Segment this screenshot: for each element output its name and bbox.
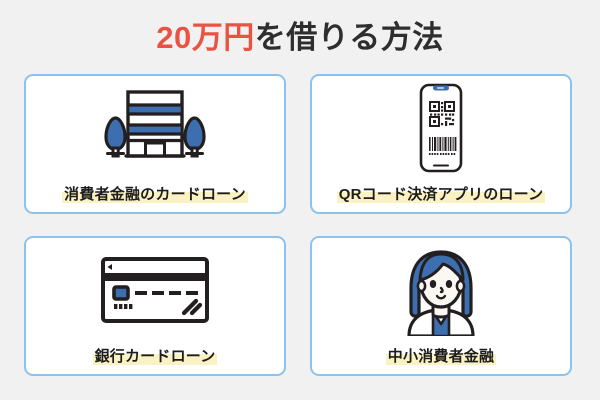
card-ginko-cardloan[interactable]: 銀行カードローン [24,236,286,376]
card-label-wrap: 消費者金融のカードローン [26,187,284,203]
card-label-wrap: 銀行カードローン [26,349,284,365]
card-chusho-shohisha-kinyu[interactable]: 中小消費者金融 [310,236,572,376]
card-label: QRコード決済アプリのローン [336,186,545,203]
card-grid: 消費者金融のカードローン [24,74,576,378]
card-shohisha-kinyu[interactable]: 消費者金融のカードローン [24,74,286,214]
page-title-rest: を借りる方法 [254,20,444,55]
card-label: 銀行カードローン [92,348,218,365]
smartphone-qr-code-icon [312,82,570,174]
card-label: 消費者金融のカードローン [62,186,248,203]
page-title: 20万円を借りる方法 [0,18,600,58]
credit-card-icon [26,244,284,336]
building-with-trees-icon [26,82,284,174]
card-label-wrap: 中小消費者金融 [312,349,570,365]
card-label: 中小消費者金融 [385,348,497,365]
page-title-amount: 20万円 [156,20,255,55]
card-qr-kessai-app[interactable]: QRコード決済アプリのローン [310,74,572,214]
person-avatar-icon [312,244,570,336]
card-label-wrap: QRコード決済アプリのローン [312,187,570,203]
